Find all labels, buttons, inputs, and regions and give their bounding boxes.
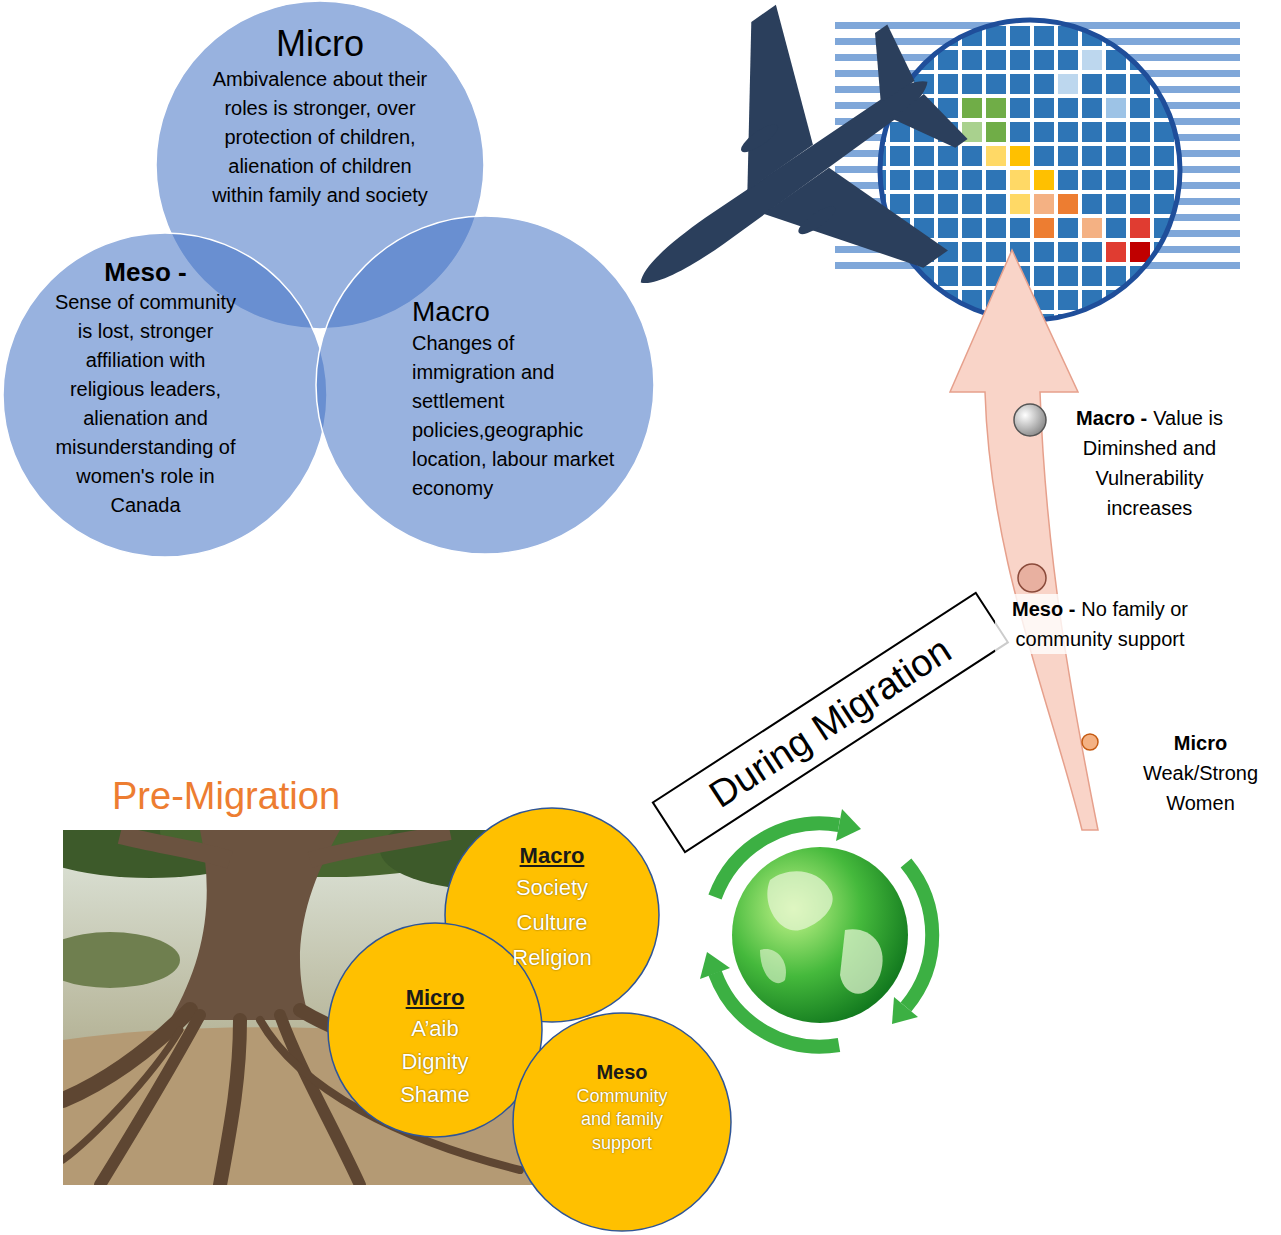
- circle-heading: Micro: [210, 22, 430, 65]
- circle-content: MacroSociety Culture Religion: [492, 842, 612, 975]
- circle-content: MicroA’aib Dignity Shame: [380, 984, 490, 1111]
- circle-shape: [316, 216, 654, 554]
- circle-body: Sense of community is lost, stronger aff…: [48, 288, 243, 520]
- callout-group: Pre-Migration: [112, 768, 432, 825]
- circle-body: Ambivalence about their roles is stronge…: [210, 65, 430, 210]
- circle-heading: Micro: [380, 984, 490, 1012]
- circle-outline: [315, 215, 655, 555]
- circle-heading: Macro: [492, 842, 612, 870]
- circle-heading: Macro: [412, 295, 617, 329]
- level-name: Macro -: [1076, 407, 1147, 429]
- circle-shape: [3, 233, 327, 557]
- circle-content: Meso -Sense of community is lost, strong…: [48, 257, 243, 520]
- circle-content: MacroChanges of immigration and settleme…: [412, 295, 617, 503]
- callout-group: Macro -Value is Diminshed and Vulnerabil…: [1052, 403, 1247, 523]
- level-name: Micro: [1128, 728, 1273, 758]
- circle-shape: [328, 923, 542, 1137]
- circle-heading: Meso -: [48, 257, 243, 288]
- migration-band: During Migration: [651, 591, 1009, 853]
- circle-shape: [513, 1013, 731, 1231]
- curved-arrow: [950, 250, 1098, 830]
- circle-body: Changes of immigration and settlement po…: [412, 329, 617, 503]
- circle-content: MesoCommunity and family support: [562, 1060, 682, 1155]
- circle-body: Society Culture Religion: [492, 870, 612, 976]
- meso-factor-circle: MesoCommunity and family support: [512, 1012, 732, 1232]
- circle-body: A’aib Dignity Shame: [380, 1012, 490, 1111]
- macro-circle: MacroChanges of immigration and settleme…: [315, 215, 655, 555]
- circle-content: MicroAmbivalence about their roles is st…: [210, 22, 430, 210]
- section-title: Pre-Migration: [112, 775, 340, 817]
- meso-circle: Meso -Sense of community is lost, strong…: [2, 232, 328, 558]
- band-label: During Migration: [700, 626, 961, 819]
- green-globe: [700, 809, 932, 1047]
- circle-body: Community and family support: [562, 1085, 682, 1155]
- circle-heading: Meso: [562, 1060, 682, 1085]
- level-note: Weak/Strong Women: [1128, 758, 1273, 818]
- callout-group: MicroWeak/Strong Women: [1128, 728, 1273, 818]
- grid-globe: [880, 20, 1180, 320]
- callout-group: Meso -No family or community support: [995, 594, 1205, 654]
- micro-factor-circle: MicroA’aib Dignity Shame: [327, 922, 543, 1138]
- level-name: Meso -: [1012, 598, 1075, 620]
